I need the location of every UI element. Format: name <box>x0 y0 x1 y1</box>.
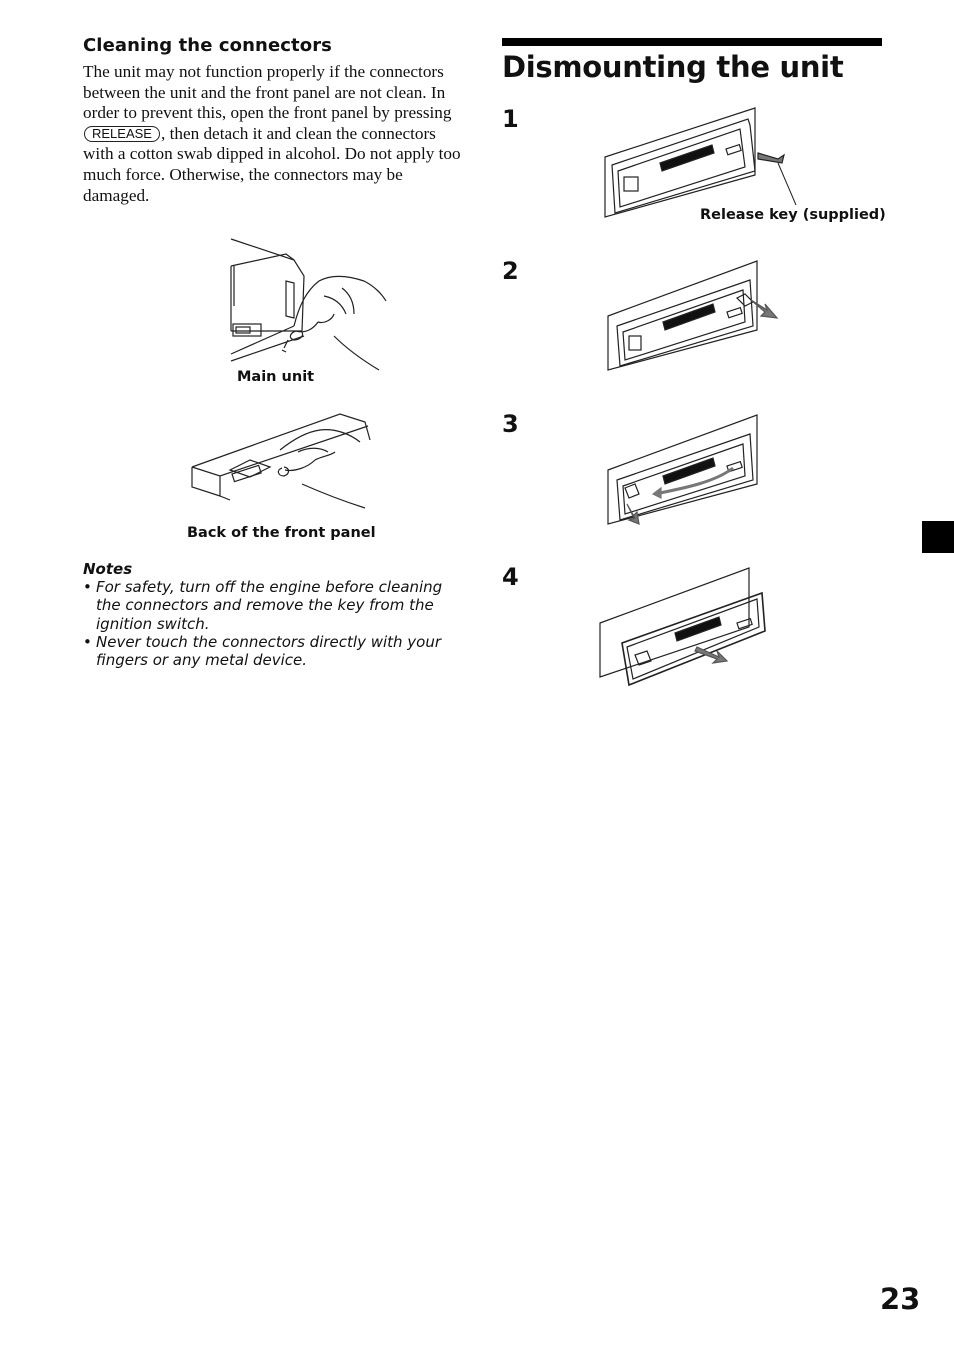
page-number: 23 <box>880 1282 921 1316</box>
cleaning-paragraph: The unit may not function properly if th… <box>83 62 468 206</box>
title-rule <box>502 38 882 46</box>
step-4-illustration <box>599 567 766 687</box>
step-2-illustration <box>607 260 779 371</box>
paragraph-text-before-key: The unit may not function properly if th… <box>83 62 452 123</box>
section-heading-cleaning: Cleaning the connectors <box>83 35 332 56</box>
step-1-illustration <box>604 107 797 218</box>
bullet: • <box>83 633 92 651</box>
step-number: 2 <box>502 257 519 285</box>
front-panel-cleaning-illustration <box>191 413 371 509</box>
release-key-caption: Release key (supplied) <box>700 207 886 223</box>
front-panel-caption: Back of the front panel <box>187 525 376 541</box>
step-number: 3 <box>502 410 519 438</box>
main-unit-caption: Main unit <box>237 369 315 385</box>
step-number: 1 <box>502 105 519 133</box>
note-text: For safety, turn off the engine before c… <box>96 578 443 633</box>
step-3-illustration <box>607 414 758 525</box>
section-thumb-tab <box>922 521 954 553</box>
notes-title: Notes <box>83 560 133 578</box>
page-title: Dismounting the unit <box>502 50 844 84</box>
paragraph-text-after-key: , then detach it and clean the connector… <box>83 123 461 205</box>
release-key-label: RELEASE <box>84 125 160 142</box>
step-number: 4 <box>502 563 519 591</box>
note-item: •For safety, turn off the engine before … <box>83 578 463 633</box>
note-text: Never touch the connectors directly with… <box>96 633 442 670</box>
main-unit-cleaning-illustration <box>230 238 387 371</box>
bullet: • <box>83 578 92 596</box>
note-item: •Never touch the connectors directly wit… <box>83 633 463 670</box>
